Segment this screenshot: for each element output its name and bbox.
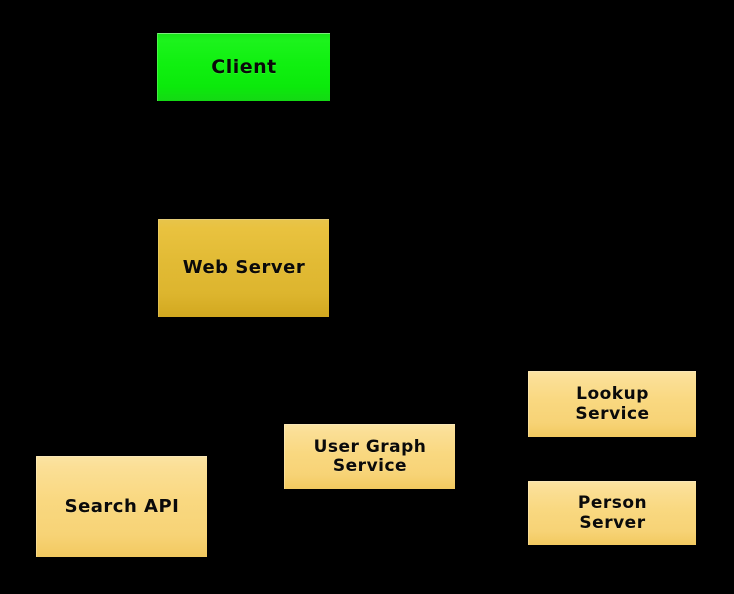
diagram-node-web-server[interactable]: Web Server bbox=[158, 219, 329, 317]
diagram-node-label-person-server: Person Server bbox=[577, 493, 648, 533]
diagram-node-label-search-api: Search API bbox=[64, 495, 180, 517]
diagram-node-search-api[interactable]: Search API bbox=[36, 456, 207, 557]
diagram-node-lookup-service[interactable]: Lookup Service bbox=[528, 371, 696, 437]
diagram-node-label-client: Client bbox=[211, 55, 277, 78]
diagram-node-client[interactable]: Client bbox=[157, 33, 330, 101]
diagram-node-label-web-server: Web Server bbox=[182, 257, 306, 279]
diagram-node-label-lookup-service: Lookup Service bbox=[575, 384, 650, 424]
diagram-node-user-graph-service[interactable]: User Graph Service bbox=[284, 424, 455, 489]
diagram-node-label-user-graph-service: User Graph Service bbox=[313, 436, 427, 476]
diagram-node-person-server[interactable]: Person Server bbox=[528, 481, 696, 545]
